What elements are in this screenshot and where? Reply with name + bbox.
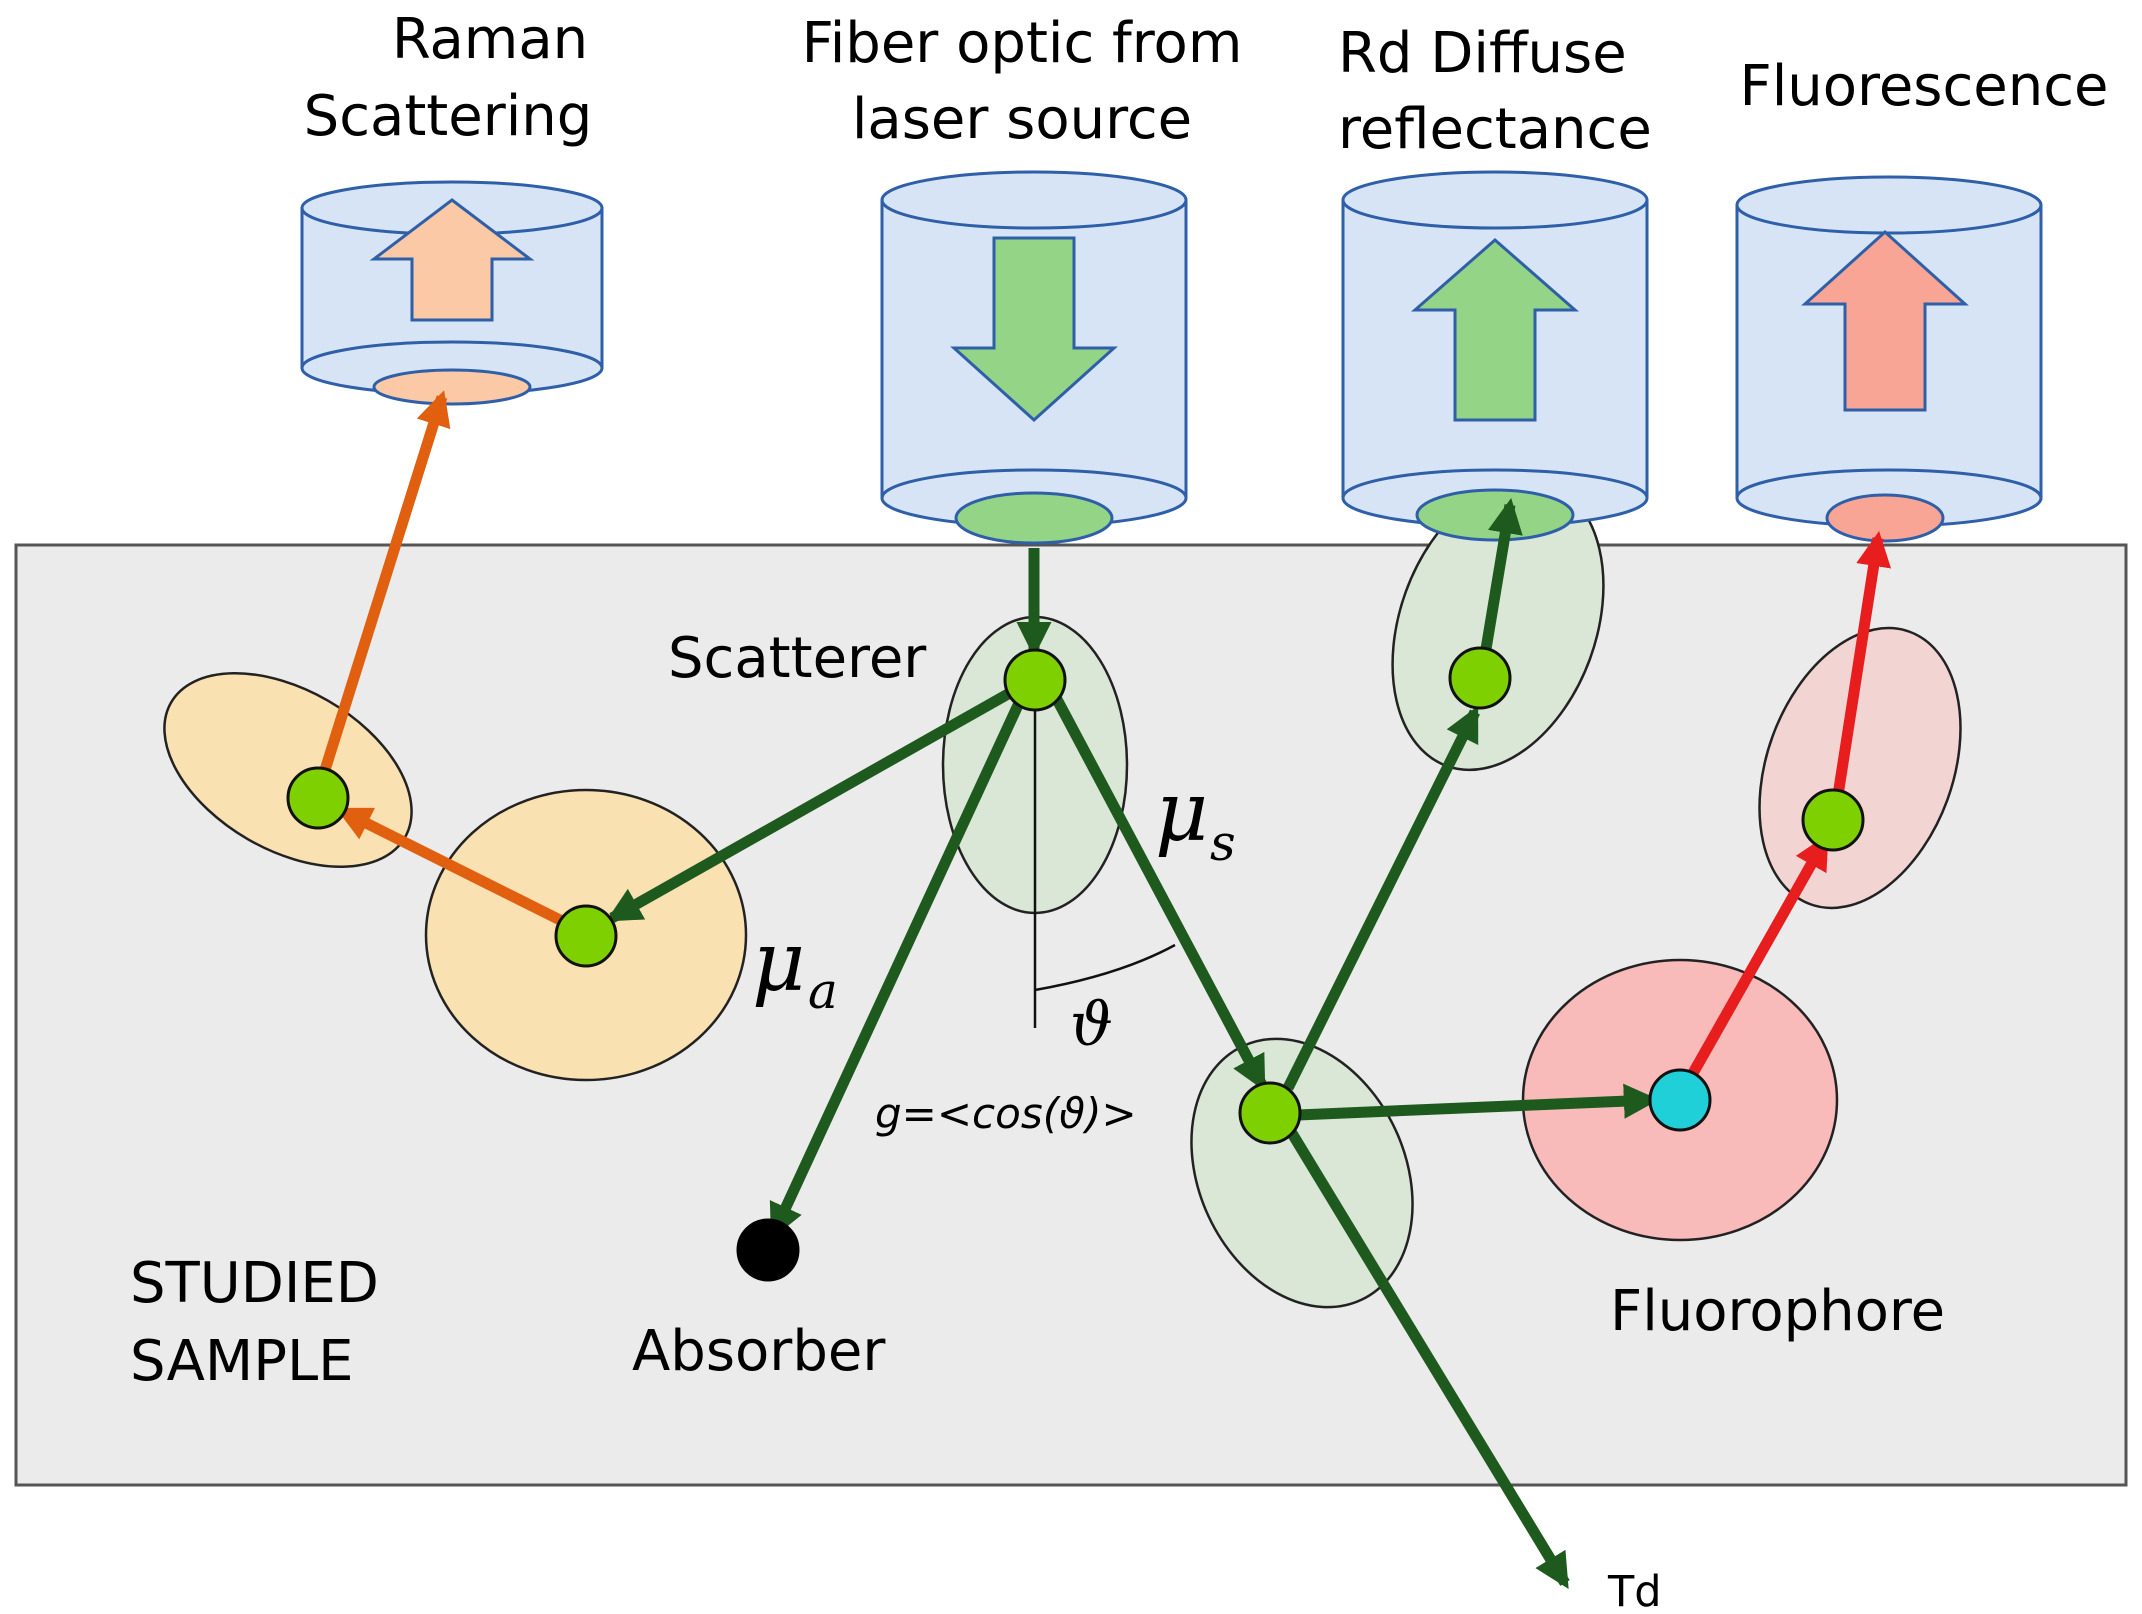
path-rd-site-to-detector (1479, 498, 1523, 656)
label-raman-line1: Raman (392, 7, 588, 72)
label-mu-s: μ (1155, 765, 1208, 860)
emission-site-dot (1801, 788, 1865, 852)
label-rd-line1: Rd Diffuse (1338, 21, 1627, 86)
absorption-site-dot (554, 904, 618, 968)
label-mu-a: μ (752, 915, 805, 1010)
label-theta: ϑ (1070, 990, 1113, 1060)
fluorophore-dot (1648, 1068, 1712, 1132)
raman-up-arrow-icon (369, 198, 535, 322)
scatterer-dot (1003, 648, 1067, 712)
fluorescence-path-to-detector (1830, 531, 1892, 809)
rd-site-dot (1448, 646, 1512, 710)
label-raman-line2: Scattering (304, 84, 593, 149)
label-mu-s-sub: s (1210, 814, 1236, 872)
label-absorber: Absorber (632, 1319, 886, 1384)
path-scatterer-to-deep-site (1047, 687, 1267, 1092)
raman-fiber (300, 180, 604, 406)
label-td: Td (1607, 1567, 1662, 1609)
label-fluorophore: Fluorophore (1610, 1279, 1945, 1344)
fluorescence-fiber (1735, 175, 2043, 543)
theta-angle-arc (1034, 943, 1176, 992)
rd-fiber (1341, 170, 1649, 542)
rd-up-arrow-icon (1411, 238, 1579, 422)
path-deep-to-fluorophore (1297, 1083, 1660, 1121)
path-deep-to-rd-site (1283, 705, 1480, 1091)
absorber-dot (736, 1218, 800, 1282)
label-fiber-line1: Fiber optic from (802, 11, 1243, 76)
label-sample-line1: STUDIED (130, 1251, 379, 1316)
fluorescence-up-arrow-icon (1801, 229, 1969, 412)
label-fluorescence: Fluorescence (1740, 54, 2109, 119)
laser-down-arrow-icon (950, 236, 1118, 423)
path-transmitted-td (1285, 1127, 1570, 1590)
label-fiber-line2: laser source (852, 87, 1192, 152)
raman-path-absorption-to-site (335, 806, 573, 930)
label-sample-line2: SAMPLE (130, 1329, 354, 1394)
path-to-absorber (769, 687, 1030, 1240)
deep-site-dot (1238, 1081, 1302, 1145)
label-mu-a-sub: a (808, 962, 838, 1020)
label-g-formula: g=<cos(ϑ)> (875, 1089, 1137, 1138)
label-rd-line2: reflectance (1338, 97, 1652, 162)
raman-site-dot (286, 766, 350, 830)
fluorescence-path-to-emission-site (1683, 833, 1830, 1085)
label-scatterer: Scatterer (668, 626, 927, 691)
raman-path-to-detector (319, 390, 451, 772)
path-scatterer-to-absorption-site (605, 685, 1018, 923)
laser-fiber (880, 170, 1188, 545)
